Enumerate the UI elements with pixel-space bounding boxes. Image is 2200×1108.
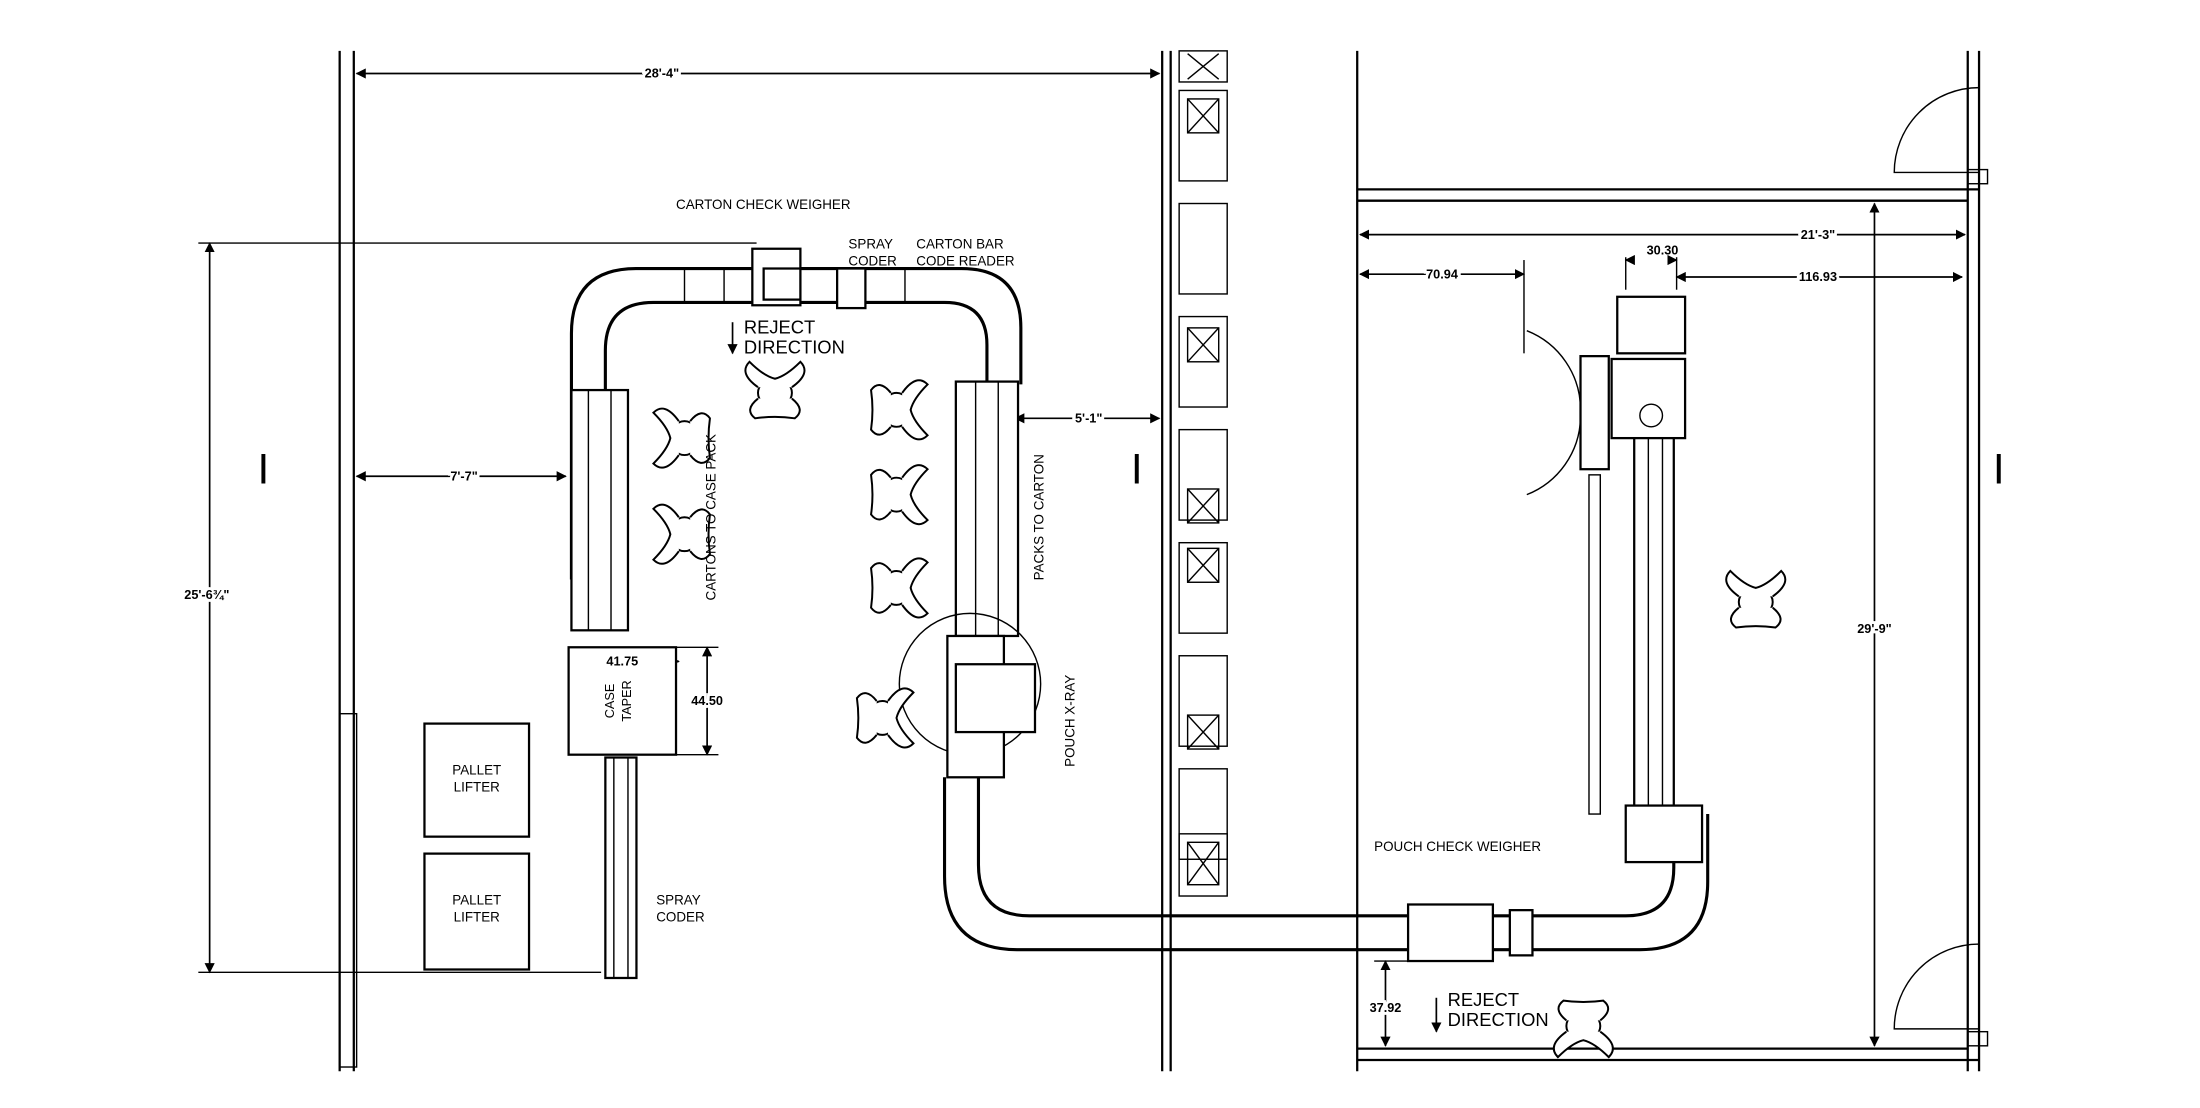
dim-aisle-gap: 5'-1" [1075,411,1102,426]
conveyor-right-vertical [1526,295,1704,864]
column-grid-strip [1178,50,1228,897]
label-carton-bar-code-2: CODE READER [916,254,1015,269]
pallet-lifter-2 [423,852,531,971]
label-pallet-lifter-1-b: LIFTER [454,779,501,794]
pallet-lifter-1 [423,722,531,838]
column-marker-left: I [257,445,269,492]
column-marker-mid: I [1131,445,1143,492]
conveyor-center-vertical [898,380,1710,963]
dim-room-height: 29'-9" [1857,621,1891,636]
label-spray-coder-bottom: SPRAY [656,892,701,907]
label-pouch-xray: POUCH X-RAY [1063,675,1078,767]
dim-116-93: 116.93 [1799,269,1837,284]
dim-70-94: 70.94 [1426,266,1458,281]
dim-left-height: 25'-6¾" [184,587,229,602]
conveyor-loop-left [569,247,1023,980]
label-packs-to-carton: PACKS TO CARTON [1031,454,1046,580]
label-reject-direction-top-2: DIRECTION [744,336,845,357]
dim-taper-depth: 44.50 [691,693,723,708]
building-walls [338,50,1989,1072]
label-pallet-lifter-2-b: LIFTER [454,909,501,924]
dim-left-offset: 7'-7" [450,469,477,484]
column-marker-right: I [1993,445,2005,492]
dim-37-92: 37.92 [1370,1000,1402,1015]
dim-30-30: 30.30 [1647,242,1679,257]
label-reject-direction-top: REJECT [744,317,815,338]
label-carton-bar-code: CARTON BAR [916,237,1004,252]
label-carton-check-weigher: CARTON CHECK WEIGHER [676,197,851,212]
label-cartons-to-case-pack: CARTONS TO CASE PACK [704,434,719,600]
case-taper [567,646,678,756]
dim-taper-width: 41.75 [606,654,638,669]
dim-top-width: 28'-4" [645,66,679,81]
label-case-taper-2: TAPER [619,680,634,721]
label-spray-coder-top-2: CODER [848,254,897,269]
label-reject-direction-bottom: REJECT [1448,989,1519,1010]
label-spray-coder-top: SPRAY [848,237,893,252]
label-pallet-lifter-1: PALLET [452,762,501,777]
label-case-taper: CASE [602,684,617,719]
label-reject-direction-bottom-2: DIRECTION [1448,1009,1549,1030]
label-spray-coder-bottom-2: CODER [656,909,705,924]
dim-room-width: 21'-3" [1801,227,1835,242]
label-pallet-lifter-2: PALLET [452,892,501,907]
operator-markers [652,360,1787,1059]
label-pouch-check-weigher: POUCH CHECK WEIGHER [1374,839,1541,854]
